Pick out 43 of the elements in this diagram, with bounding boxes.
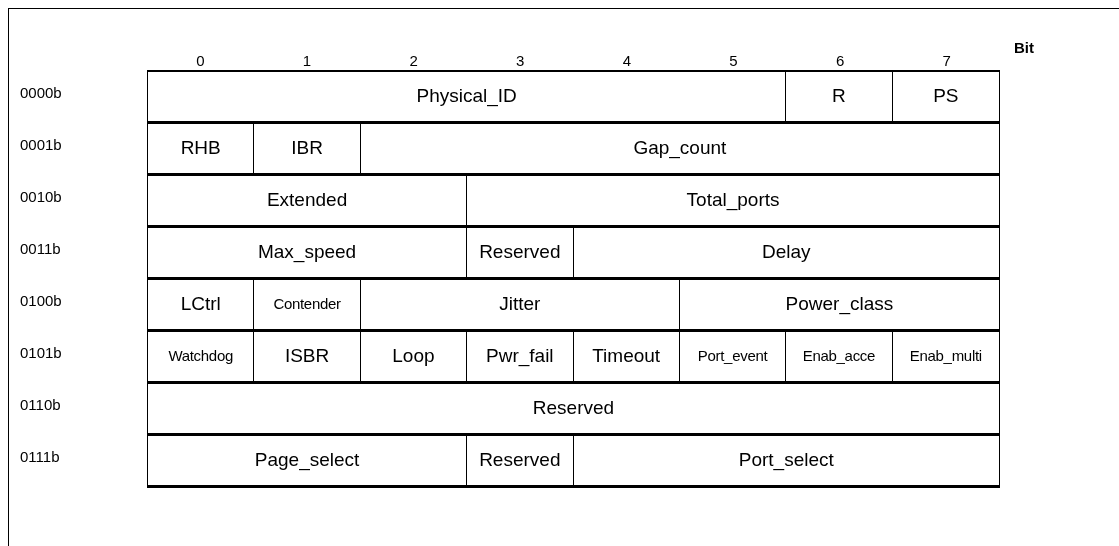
bit-number: 2 [409,53,418,68]
bit-field: R [786,72,893,121]
bit-number: 4 [622,53,631,68]
bit-number: 5 [729,53,738,68]
bit-field: Loop [360,332,468,381]
bit-field: Delay [573,228,999,277]
bit-field: Port_event [679,332,787,381]
bit-field: Physical_ID [148,72,787,121]
bit-number: 7 [942,53,951,68]
row-address: 0100b [20,291,62,311]
bit-number: 0 [196,53,205,68]
bit-number: 6 [835,53,845,68]
bit-field: IBR [254,124,361,173]
bit-field: RHB [148,124,255,173]
bit-field: PS [892,72,999,121]
bit-field: Reserved [467,436,574,485]
bit-field: Enab_acce [786,332,893,381]
bit-field: ISBR [254,332,361,381]
row-address: 0110b [20,395,61,415]
bit-field: Total_ports [467,176,999,225]
bit-field: Power_class [679,280,999,329]
bit-field: Contender [254,280,361,329]
bit-number: 3 [516,53,525,68]
bit-field: Timeout [573,332,680,381]
bit-field: Page_select [148,436,468,485]
bit-field: Max_speed [148,228,468,277]
bit-field: LCtrl [148,280,255,329]
row-address: 0011b [20,239,61,259]
bit-field: Pwr_fail [467,332,574,381]
bit-field: Gap_count [360,124,999,173]
row-address: 0101b [20,343,62,363]
row-address: 0001b [20,135,62,155]
bit-field: Reserved [467,228,574,277]
row-address: 0010b [20,187,62,207]
bit-field: Watchdog [148,332,255,381]
row-address: 0000b [20,83,62,103]
bit-header: Bit [1014,40,1034,55]
row-address: 0111b [20,447,60,467]
bit-field: Enab_multi [892,332,999,381]
bit-number: 1 [302,53,312,68]
bit-field: Jitter [360,280,680,329]
bit-field: Extended [148,176,468,225]
bit-field: Port_select [573,436,999,485]
